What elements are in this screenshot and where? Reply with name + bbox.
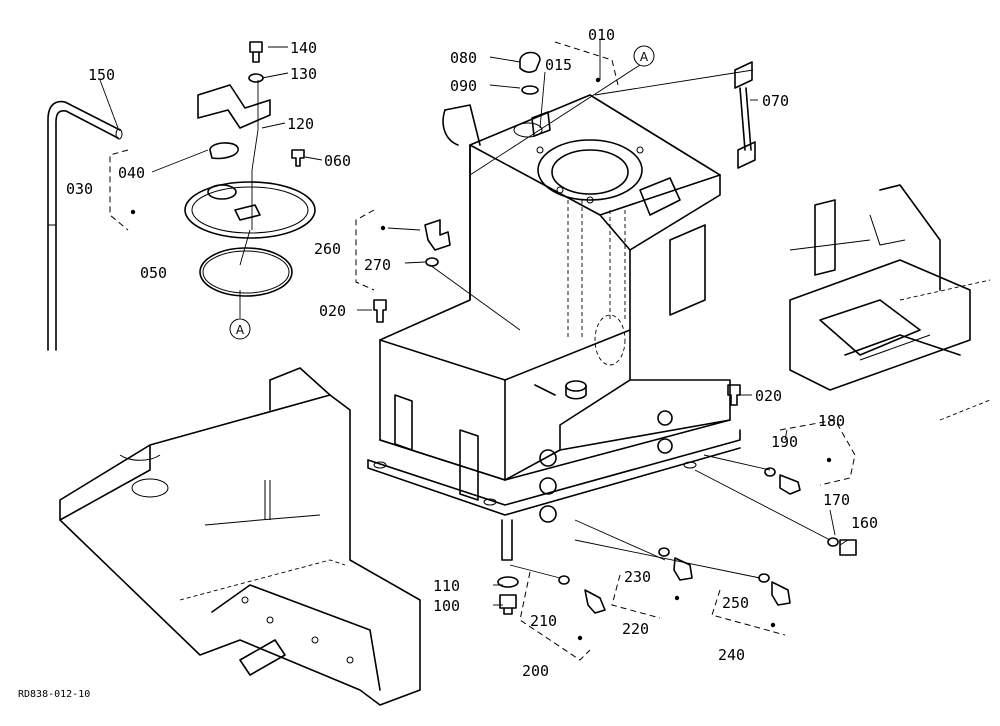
- label-020-upper: 020: [319, 302, 346, 320]
- bracket-120: [197, 84, 271, 129]
- washer-130: [248, 73, 264, 83]
- washer-110: [497, 576, 519, 588]
- label-050: 050: [140, 264, 167, 282]
- label-120: 120: [287, 115, 314, 133]
- label-190: 190: [771, 433, 798, 451]
- label-030: 030: [66, 180, 93, 198]
- fitting-240: [771, 581, 791, 606]
- o-ring-090: [521, 85, 539, 95]
- o-ring-170: [827, 537, 839, 547]
- reference-mark-top: A: [633, 45, 655, 67]
- part-labels: 140 130 120 150 040 060 030 050 020 020 …: [66, 26, 878, 680]
- label-150: 150: [88, 66, 115, 84]
- fitting-180: [779, 474, 801, 495]
- o-ring-270: [425, 257, 439, 267]
- label-020-lower: 020: [755, 387, 782, 405]
- plug-020-lower: [727, 384, 741, 406]
- label-260: 260: [314, 240, 341, 258]
- bracket-220: [611, 574, 661, 619]
- elbow-260: [424, 219, 451, 251]
- label-015: 015: [545, 56, 572, 74]
- group-brackets: [109, 41, 856, 661]
- label-080: 080: [450, 49, 477, 67]
- plug-160: [839, 539, 857, 556]
- strainer-015: [531, 111, 551, 137]
- right-frame: [789, 184, 991, 421]
- reference-mark-bottom: A: [229, 318, 251, 340]
- label-180: 180: [818, 412, 845, 430]
- label-140: 140: [290, 39, 317, 57]
- bracket-180: [779, 419, 856, 486]
- fitting-200: [584, 589, 606, 614]
- label-270: 270: [364, 256, 391, 274]
- o-ring-190: [764, 467, 776, 477]
- hydraulic-tank: [367, 94, 741, 561]
- drawing-code: RD838-012-10: [18, 689, 90, 700]
- bracket-200: [519, 571, 591, 661]
- leader-lines: [99, 40, 849, 606]
- label-220: 220: [622, 620, 649, 638]
- bracket-030: [109, 149, 129, 231]
- lower-frame: [59, 367, 421, 706]
- label-040: 040: [118, 164, 145, 182]
- bracket-260: [355, 209, 375, 291]
- label-170: 170: [823, 491, 850, 509]
- label-100: 100: [433, 597, 460, 615]
- label-010: 010: [588, 26, 615, 44]
- small-parts: [47, 41, 857, 615]
- o-ring-250: [758, 573, 770, 583]
- label-250: 250: [722, 594, 749, 612]
- label-230: 230: [624, 568, 651, 586]
- fitting-220: [673, 557, 693, 581]
- reference-label-a-bottom: A: [236, 323, 245, 337]
- cap-080: [519, 51, 541, 73]
- o-ring-230: [658, 547, 670, 557]
- plug-100: [499, 594, 517, 615]
- label-060: 060: [324, 152, 351, 170]
- cap-040: [209, 142, 239, 160]
- label-200: 200: [522, 662, 549, 680]
- level-gauge-070: [734, 61, 753, 89]
- label-160: 160: [851, 514, 878, 532]
- o-ring-210: [558, 575, 570, 585]
- label-240: 240: [718, 646, 745, 664]
- label-070: 070: [762, 92, 789, 110]
- label-090: 090: [450, 77, 477, 95]
- o-ring-050: [199, 247, 293, 297]
- bolt-140: [249, 41, 263, 63]
- cover-plate-030: [184, 181, 316, 239]
- plug-020-upper: [373, 299, 387, 323]
- label-130: 130: [290, 65, 317, 83]
- plug-060: [291, 149, 305, 167]
- label-110: 110: [433, 577, 460, 595]
- label-210: 210: [530, 612, 557, 630]
- hose-150: [47, 100, 121, 351]
- reference-label-a-top: A: [640, 50, 649, 64]
